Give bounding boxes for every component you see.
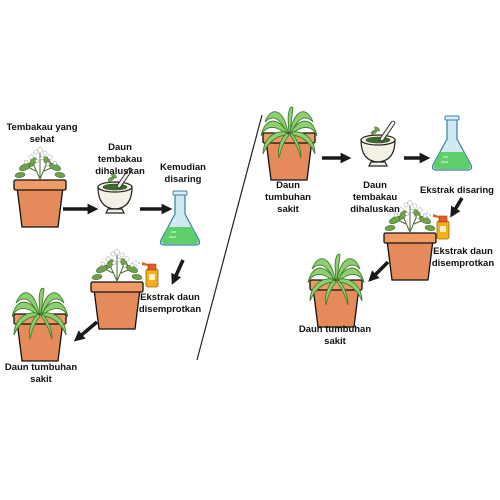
panel-divider bbox=[196, 114, 263, 361]
right-sick-plant-bottom bbox=[307, 253, 365, 328]
right-arrow-4 bbox=[368, 260, 390, 282]
right-arrow-3 bbox=[450, 197, 464, 218]
left-arrow-4 bbox=[73, 320, 99, 342]
right-mortar-icon bbox=[361, 123, 395, 166]
left-flask-icon bbox=[159, 190, 201, 246]
label-sick-leaves-right-top: Daun tumbuhan sakit bbox=[265, 180, 311, 215]
label-ground-leaves-left: Daun tembakau dihaluskan bbox=[95, 142, 145, 177]
left-arrow-3 bbox=[171, 259, 185, 285]
label-sick-leaves-right-bottom: Daun tumbuhan sakit bbox=[298, 324, 372, 347]
left-healthy-plant bbox=[13, 147, 67, 228]
label-sprayed-right: Ekstrak daun disemprotkan bbox=[431, 246, 495, 269]
right-flask-icon bbox=[431, 115, 473, 171]
label-ground-leaves-right: Daun tembakau dihaluskan bbox=[350, 180, 400, 215]
label-filtered-left: Kemudian disaring bbox=[160, 162, 206, 185]
label-sprayed-left: Ekstrak daun disemprotkan bbox=[138, 292, 202, 315]
left-sick-plant bbox=[11, 287, 69, 362]
label-healthy-tobacco: Tembakau yang sehat bbox=[6, 122, 78, 145]
label-filtered-right: Ekstrak disaring bbox=[420, 185, 494, 196]
left-sprayed-plant bbox=[90, 249, 144, 330]
right-sick-plant-top bbox=[260, 106, 318, 181]
label-sick-leaves-left: Daun tumbuhan sakit bbox=[4, 362, 78, 385]
